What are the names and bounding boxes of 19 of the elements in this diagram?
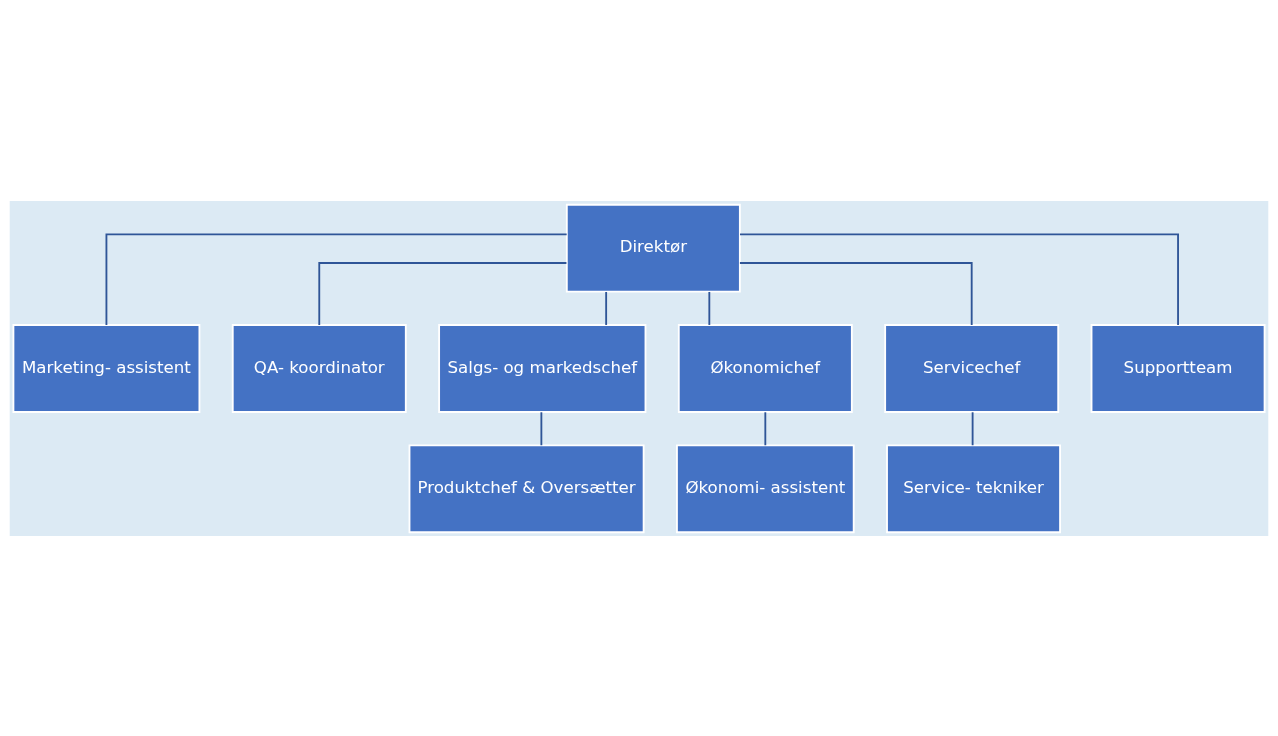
connector (105, 232, 568, 326)
node-box: Direktør (565, 203, 741, 293)
connector (708, 290, 711, 326)
node-box: Salgs- og markedschef (438, 323, 647, 413)
node-box: QA- koordinator (231, 323, 407, 413)
node-box: Servicechef (884, 323, 1060, 413)
node-box: Økonomichef (677, 323, 853, 413)
connector (318, 261, 568, 326)
node-box: Supportteam (1090, 323, 1266, 413)
connector (739, 261, 973, 326)
node-box: Marketing- assistent (12, 323, 201, 413)
node-box: Produktchef & Oversætter (408, 443, 645, 533)
connector (764, 410, 767, 446)
node-box: Service- tekniker (886, 443, 1061, 533)
connector (605, 290, 608, 326)
node-box: Økonomi- assistent (676, 443, 855, 533)
connector (739, 232, 1179, 326)
connector (540, 410, 543, 446)
connector (971, 410, 974, 446)
